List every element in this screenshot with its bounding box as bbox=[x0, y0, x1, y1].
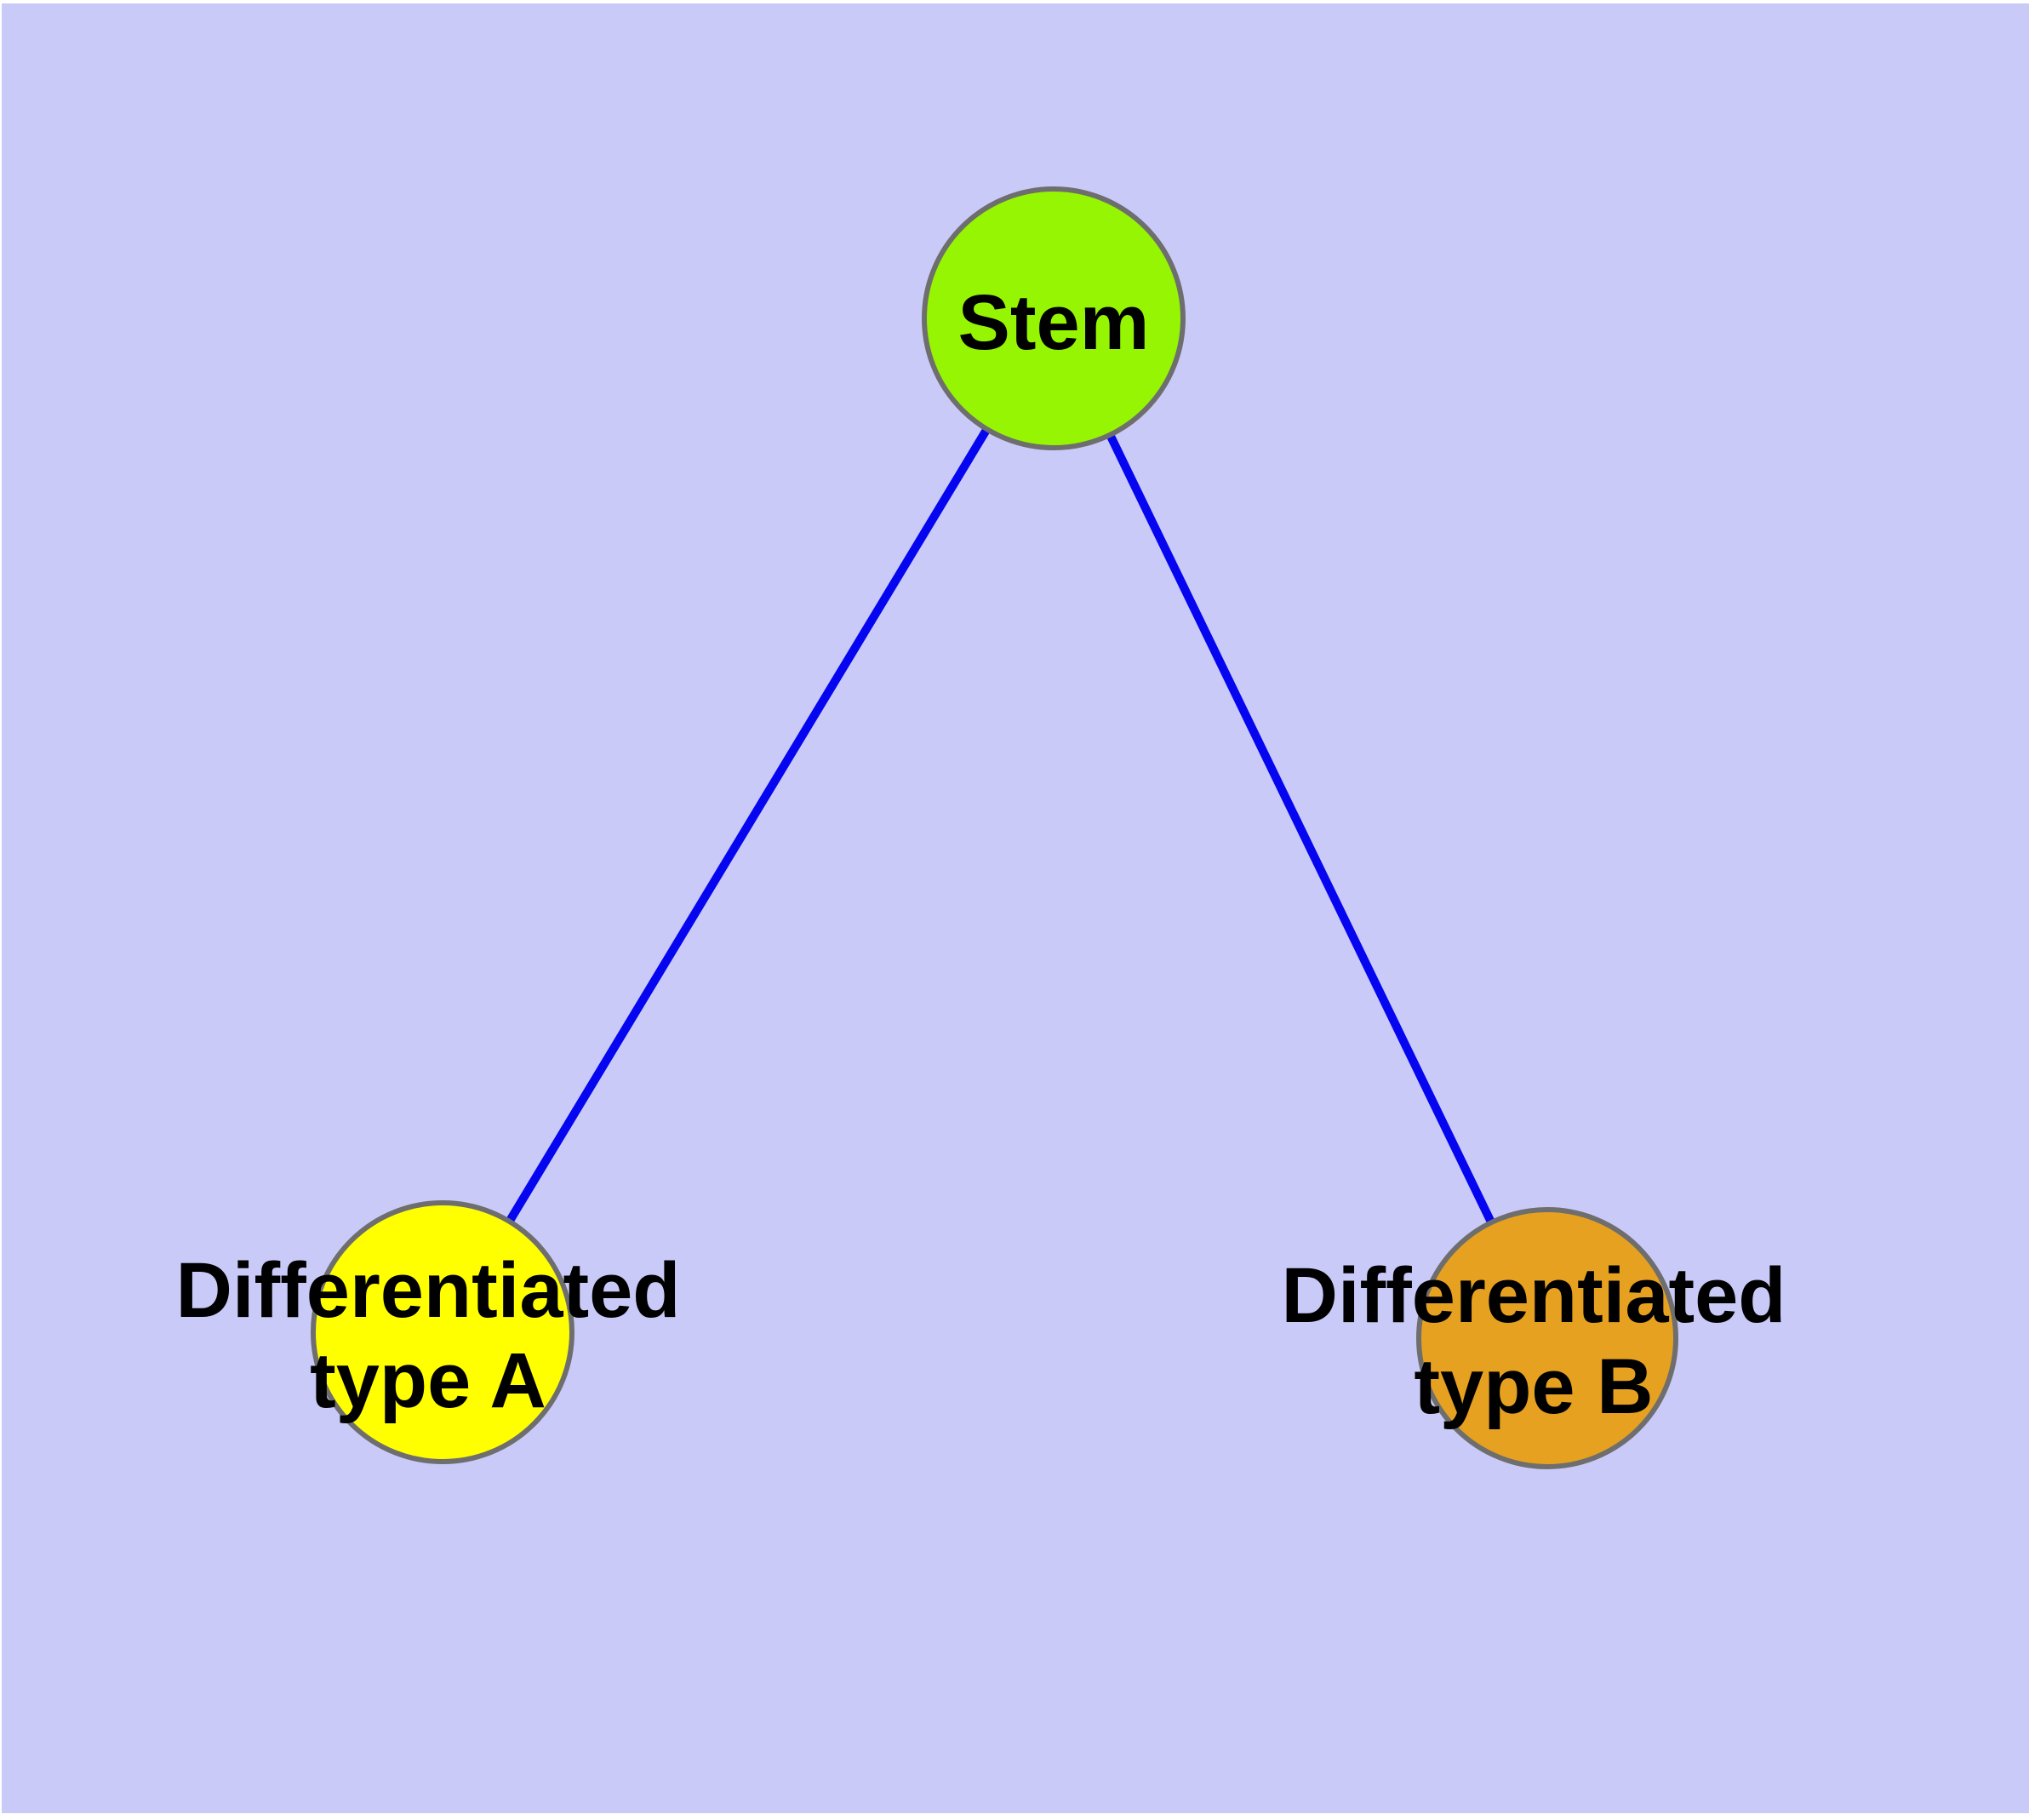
edge-stem-to-type-a bbox=[438, 316, 1058, 1335]
node-type-a-label-line2: type A bbox=[310, 1337, 546, 1424]
node-stem-label: Stem bbox=[958, 279, 1150, 366]
edge-stem-to-type-b bbox=[1049, 316, 1552, 1341]
node-type-a-label-line1: Differentiated bbox=[176, 1247, 681, 1334]
node-type-b-label-line1: Differentiated bbox=[1282, 1252, 1786, 1339]
node-stem bbox=[922, 186, 1186, 450]
node-differentiated-type-b bbox=[1416, 1207, 1678, 1469]
node-type-b-label-line2: type B bbox=[1414, 1343, 1653, 1430]
node-differentiated-type-a bbox=[311, 1200, 574, 1464]
